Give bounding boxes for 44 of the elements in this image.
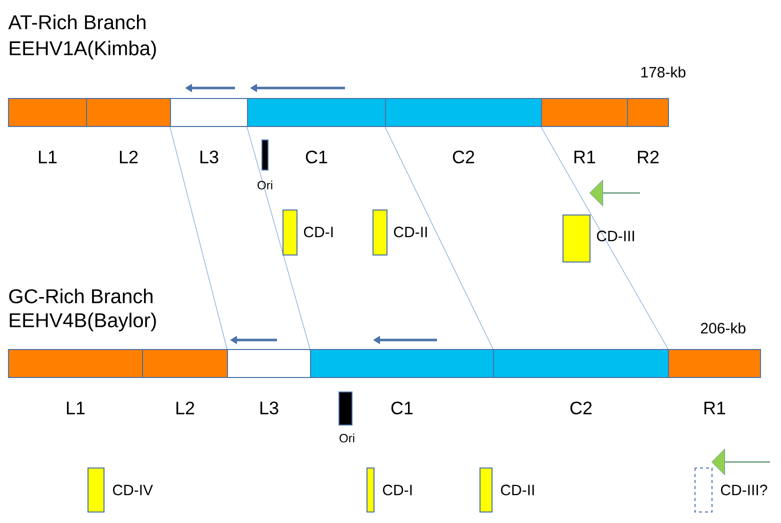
segment-label: C2 — [452, 150, 474, 164]
genome-segment — [385, 98, 542, 127]
segment-label: C1 — [391, 402, 413, 414]
segment-label: R1 — [704, 402, 726, 414]
genome-segment — [247, 98, 386, 127]
branch-title: AT-Rich Branch — [8, 14, 146, 30]
genome-segment — [170, 98, 248, 127]
domain-label: CD-IV — [112, 484, 153, 496]
genome-segment — [227, 349, 311, 378]
correspondence-line — [246, 126, 310, 350]
segment-label: L1 — [66, 402, 85, 414]
segment-label: L2 — [176, 402, 194, 414]
ori-label: Ori — [258, 180, 272, 190]
domain-label: CD-II — [394, 226, 427, 238]
genome-segment — [310, 349, 494, 378]
segment-label: L2 — [120, 150, 138, 164]
segment-label: R1 — [574, 150, 596, 164]
correspondence-line — [540, 126, 668, 350]
domain-label: CD-I — [304, 226, 333, 238]
correspondence-line — [384, 126, 494, 350]
segment-label: L1 — [38, 150, 57, 164]
correspondence-line — [170, 126, 228, 350]
genome-size: 206-kb — [700, 322, 746, 334]
genome-segment — [8, 98, 87, 127]
genome-segment — [627, 98, 669, 127]
segment-label: L3 — [200, 150, 218, 164]
segment-label: L3 — [260, 402, 278, 414]
domain-label: CD-II — [500, 484, 534, 496]
ori-label: Ori — [340, 434, 354, 442]
genome-segment — [493, 349, 669, 378]
domain-label: CD-III — [596, 230, 634, 242]
genome-segment — [668, 349, 761, 378]
segment-label: R2 — [638, 150, 659, 164]
domain-label: CD-I — [382, 484, 412, 496]
branch-title: GC-Rich Branch — [9, 288, 152, 304]
segment-label: C1 — [306, 150, 328, 164]
domain-label: CD-III? — [720, 484, 768, 496]
strain-name: EEHV1A(Kimba) — [10, 40, 156, 60]
strain-name: EEHV4B(Baylor) — [10, 312, 156, 332]
genome-size: 178-kb — [641, 66, 686, 78]
genome-segment — [8, 349, 143, 378]
genome-segment — [86, 98, 171, 127]
segment-label: C2 — [570, 402, 592, 414]
genome-segment — [142, 349, 228, 378]
